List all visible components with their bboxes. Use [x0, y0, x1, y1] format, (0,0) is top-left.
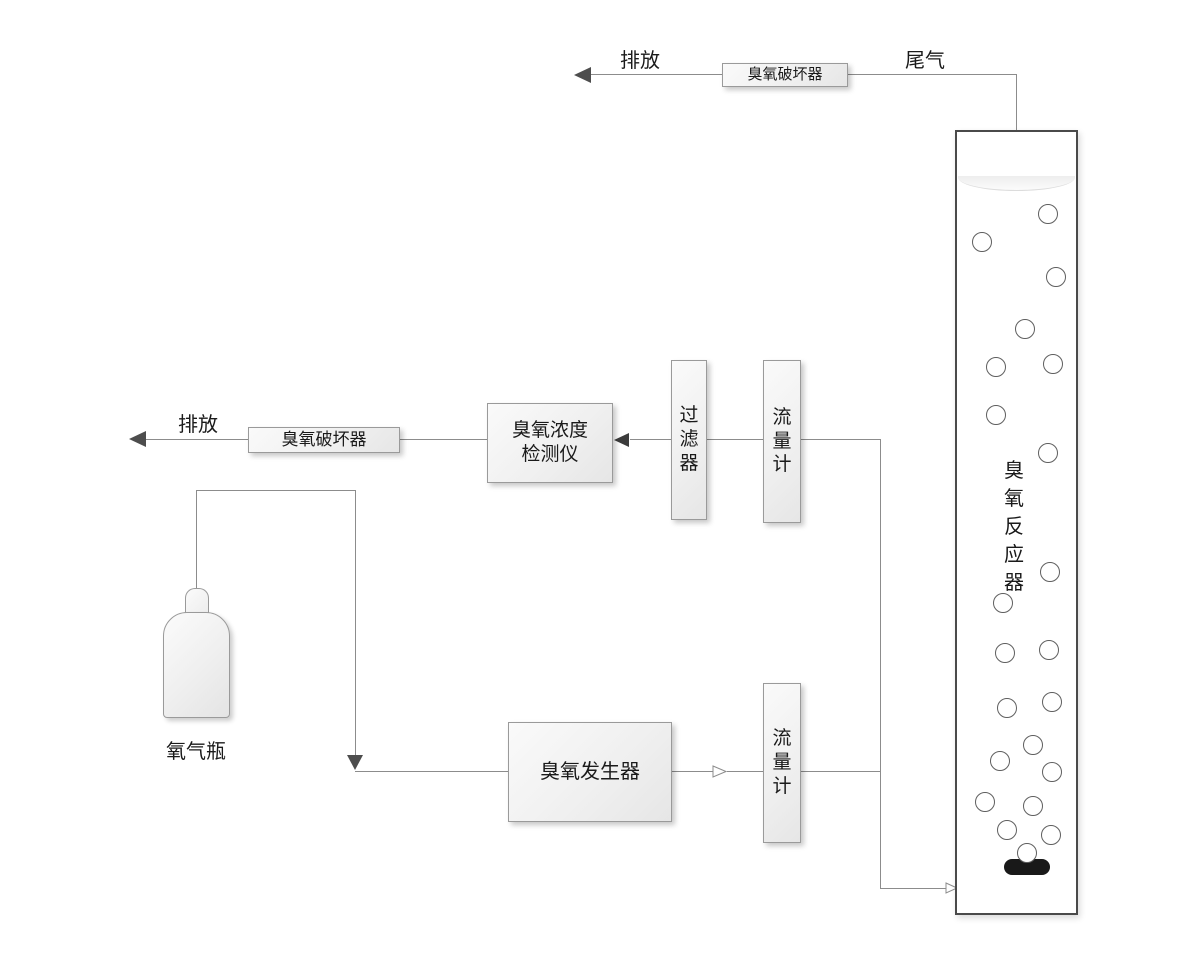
ozone-generator: 臭氧发生器 — [508, 722, 672, 822]
pipe-valve-flowmeter — [727, 771, 763, 772]
gas-bubble — [986, 357, 1006, 377]
oxygen-feed-arrow-icon — [347, 755, 363, 770]
gas-bubble — [1038, 204, 1058, 224]
pipe-to-generator — [355, 771, 508, 772]
gas-bubble — [997, 820, 1017, 840]
gas-bubble — [1041, 825, 1061, 845]
tail-gas-label: 尾气 — [905, 50, 945, 72]
pipe-into-reactor — [880, 888, 947, 889]
vent-arrow-top-icon — [574, 67, 591, 83]
liquid-surface — [958, 176, 1075, 191]
ozone-destructor-top: 臭氧破坏器 — [722, 63, 848, 87]
ozone-generator-label: 臭氧发生器 — [540, 760, 640, 783]
bubble-layer — [957, 132, 1076, 913]
top-vent-label: 排放 — [620, 50, 660, 72]
gas-bubble — [990, 751, 1010, 771]
gas-filter: 过滤器 — [671, 360, 707, 520]
pipe-filter-detector — [630, 439, 671, 440]
gas-bubble — [1023, 735, 1043, 755]
detector-label-line1: 臭氧浓度 — [511, 420, 588, 442]
ozone-destructor-top-label: 臭氧破坏器 — [747, 66, 823, 83]
flow-direction-icon — [712, 765, 727, 778]
gas-bubble — [972, 232, 992, 252]
oxygen-cylinder-label: 氧气瓶 — [166, 741, 226, 763]
flow-direction-icon — [945, 882, 958, 894]
gas-bubble — [1017, 843, 1037, 863]
gas-bubble — [975, 792, 995, 812]
vent-arrow-mid-icon — [129, 431, 146, 447]
ozone-reactor-vessel: 臭氧反应器 — [955, 130, 1078, 915]
ozone-reactor-label: 臭氧反应器 — [1004, 460, 1024, 594]
pipe-top-vent — [591, 74, 722, 75]
pipe-destructor-detector — [400, 439, 487, 440]
pipe-mid-vent — [146, 439, 248, 440]
pipe-cylinder-across — [196, 490, 356, 491]
pipe-filter-flowmeter — [707, 439, 763, 440]
ozone-concentration-detector: 臭氧浓度 检测仪 — [487, 403, 613, 483]
pipe-top-down-to-reactor — [1016, 74, 1017, 131]
flow-meter-top: 流量计 — [763, 360, 801, 523]
gas-bubble — [1023, 796, 1043, 816]
filter-label: 过滤器 — [679, 405, 699, 474]
detector-label-line2: 检测仪 — [521, 444, 579, 465]
gas-bubble — [1042, 692, 1062, 712]
pipe-cylinder-up — [196, 490, 197, 589]
gas-bubble — [1043, 354, 1063, 374]
gas-bubble — [997, 698, 1017, 718]
pipe-generator-valve — [672, 771, 713, 772]
into-detector-arrow-icon — [614, 433, 629, 447]
oxygen-cylinder-body — [163, 612, 230, 718]
pipe-flowmeter-riser-bottom — [801, 771, 881, 772]
gas-bubble — [1042, 762, 1062, 782]
flow-meter-top-label: 流量计 — [772, 406, 792, 476]
gas-bubble — [1046, 267, 1066, 287]
gas-bubble — [1040, 562, 1060, 582]
ozone-destructor-mid-label: 臭氧破坏器 — [281, 430, 367, 450]
pipe-cylinder-down — [355, 490, 356, 755]
flow-meter-bottom-label: 流量计 — [772, 728, 792, 797]
pipe-top-tailgas — [848, 74, 1017, 75]
gas-bubble — [986, 405, 1006, 425]
gas-bubble — [993, 593, 1013, 613]
gas-bubble — [1015, 319, 1035, 339]
pipe-flowmeter-riser — [801, 439, 881, 440]
gas-bubble — [995, 643, 1015, 663]
mid-vent-label: 排放 — [178, 414, 218, 436]
gas-bubble — [1038, 443, 1058, 463]
flow-meter-bottom: 流量计 — [763, 683, 801, 843]
pipe-riser — [880, 439, 881, 888]
ozone-destructor-mid: 臭氧破坏器 — [248, 427, 400, 453]
gas-diffuser — [1004, 859, 1050, 875]
gas-bubble — [1039, 640, 1059, 660]
